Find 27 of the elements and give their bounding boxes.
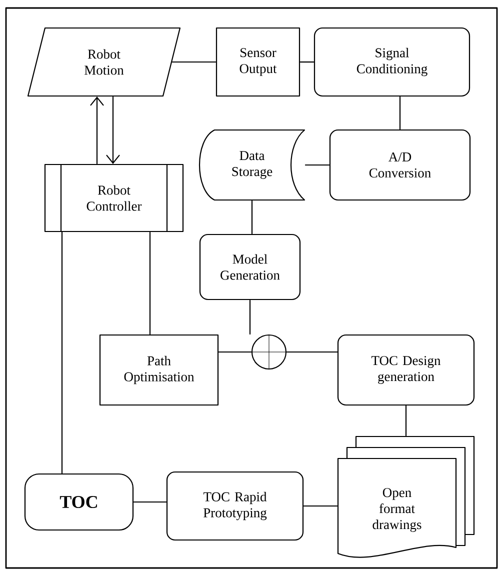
process-box: Model Generation xyxy=(199,234,301,300)
process-box: A/D Conversion xyxy=(329,129,471,201)
connector-line xyxy=(172,61,216,63)
connector-line xyxy=(305,164,330,166)
process-box: TOC Rapid Prototyping xyxy=(166,471,304,541)
connector-line xyxy=(249,300,251,334)
connector-line xyxy=(300,61,314,63)
summing-junction xyxy=(251,334,287,370)
connector-line xyxy=(218,351,252,353)
connector-line xyxy=(149,232,151,334)
arrow xyxy=(90,96,104,164)
connector-line xyxy=(251,200,253,234)
process-box: Signal Conditioning xyxy=(314,27,470,97)
process-box: Sensor Output xyxy=(216,27,300,97)
process-box: TOC Design generation xyxy=(337,334,475,406)
connector-line xyxy=(61,232,63,474)
connector-line xyxy=(304,505,338,507)
connector-line xyxy=(399,96,401,130)
io-parallelogram: Robot Motion xyxy=(27,27,181,97)
terminal-box: TOC xyxy=(24,473,134,531)
connector-line xyxy=(405,406,407,436)
connector-line xyxy=(134,501,166,503)
connector-line xyxy=(286,351,338,353)
arrow xyxy=(106,96,120,164)
controller-box: Robot Controller xyxy=(44,164,184,232)
process-box: Path Optimisation xyxy=(99,334,219,406)
document-stack: Open format drawings xyxy=(337,436,475,558)
